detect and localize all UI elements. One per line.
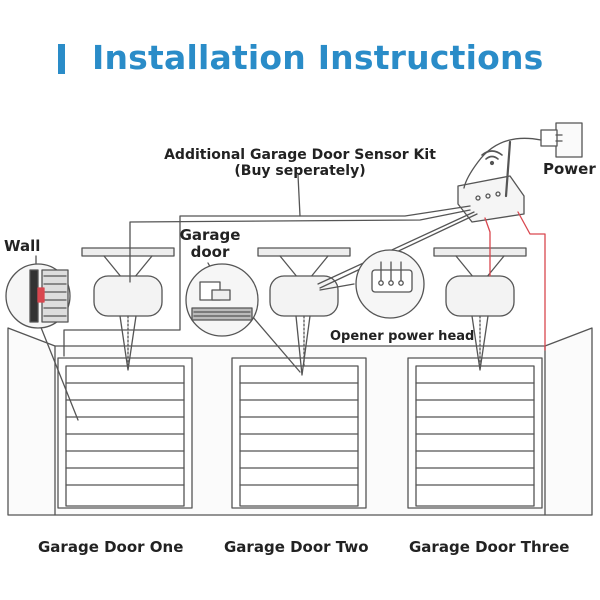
page-title: Installation Instructions bbox=[92, 38, 544, 77]
sensor-kit-label: Additional Garage Door Sensor Kit (Buy s… bbox=[140, 147, 460, 179]
red-wire-head-three bbox=[484, 217, 491, 277]
sensor-kit-leader bbox=[297, 174, 301, 217]
head-one-cable bbox=[129, 209, 471, 283]
opener-head-one bbox=[81, 247, 175, 367]
opener-power-head-label: Opener power head bbox=[330, 329, 475, 344]
head-three-pointer bbox=[471, 315, 489, 371]
head-two-pointer bbox=[295, 315, 311, 376]
garage-door-label-line1: Garage bbox=[179, 226, 241, 244]
garage-door-one-panel bbox=[57, 357, 193, 509]
sensor-kit-label-line2: (Buy seperately) bbox=[234, 163, 366, 179]
wall-magnifier bbox=[5, 263, 79, 421]
wifi-hub bbox=[457, 140, 525, 223]
power-head-magnifier bbox=[319, 249, 425, 319]
garage-door-three-panel bbox=[407, 357, 543, 509]
garage-door-label: Garage door bbox=[172, 227, 248, 261]
title-accent-bar bbox=[58, 44, 65, 74]
wall-label: Wall bbox=[4, 237, 41, 255]
power-cable bbox=[463, 137, 542, 189]
head-two-cable-a bbox=[317, 211, 475, 285]
power-plug-icon bbox=[540, 122, 583, 158]
door-name-two: Garage Door Two bbox=[224, 538, 369, 556]
garage-door-label-line2: door bbox=[190, 243, 230, 261]
door-name-one: Garage Door One bbox=[38, 538, 184, 556]
garage-door-two-panel bbox=[231, 357, 367, 509]
power-label: Power bbox=[543, 160, 596, 178]
door-name-three: Garage Door Three bbox=[409, 538, 570, 556]
sensor-kit-label-line1: Additional Garage Door Sensor Kit bbox=[164, 147, 436, 163]
opener-head-three bbox=[433, 247, 527, 367]
wifi-icon bbox=[481, 150, 503, 166]
door-sensor-magnifier bbox=[185, 263, 301, 373]
sensor-cable bbox=[63, 205, 471, 357]
head-one-pointer bbox=[119, 315, 137, 371]
red-wire bbox=[517, 211, 546, 351]
